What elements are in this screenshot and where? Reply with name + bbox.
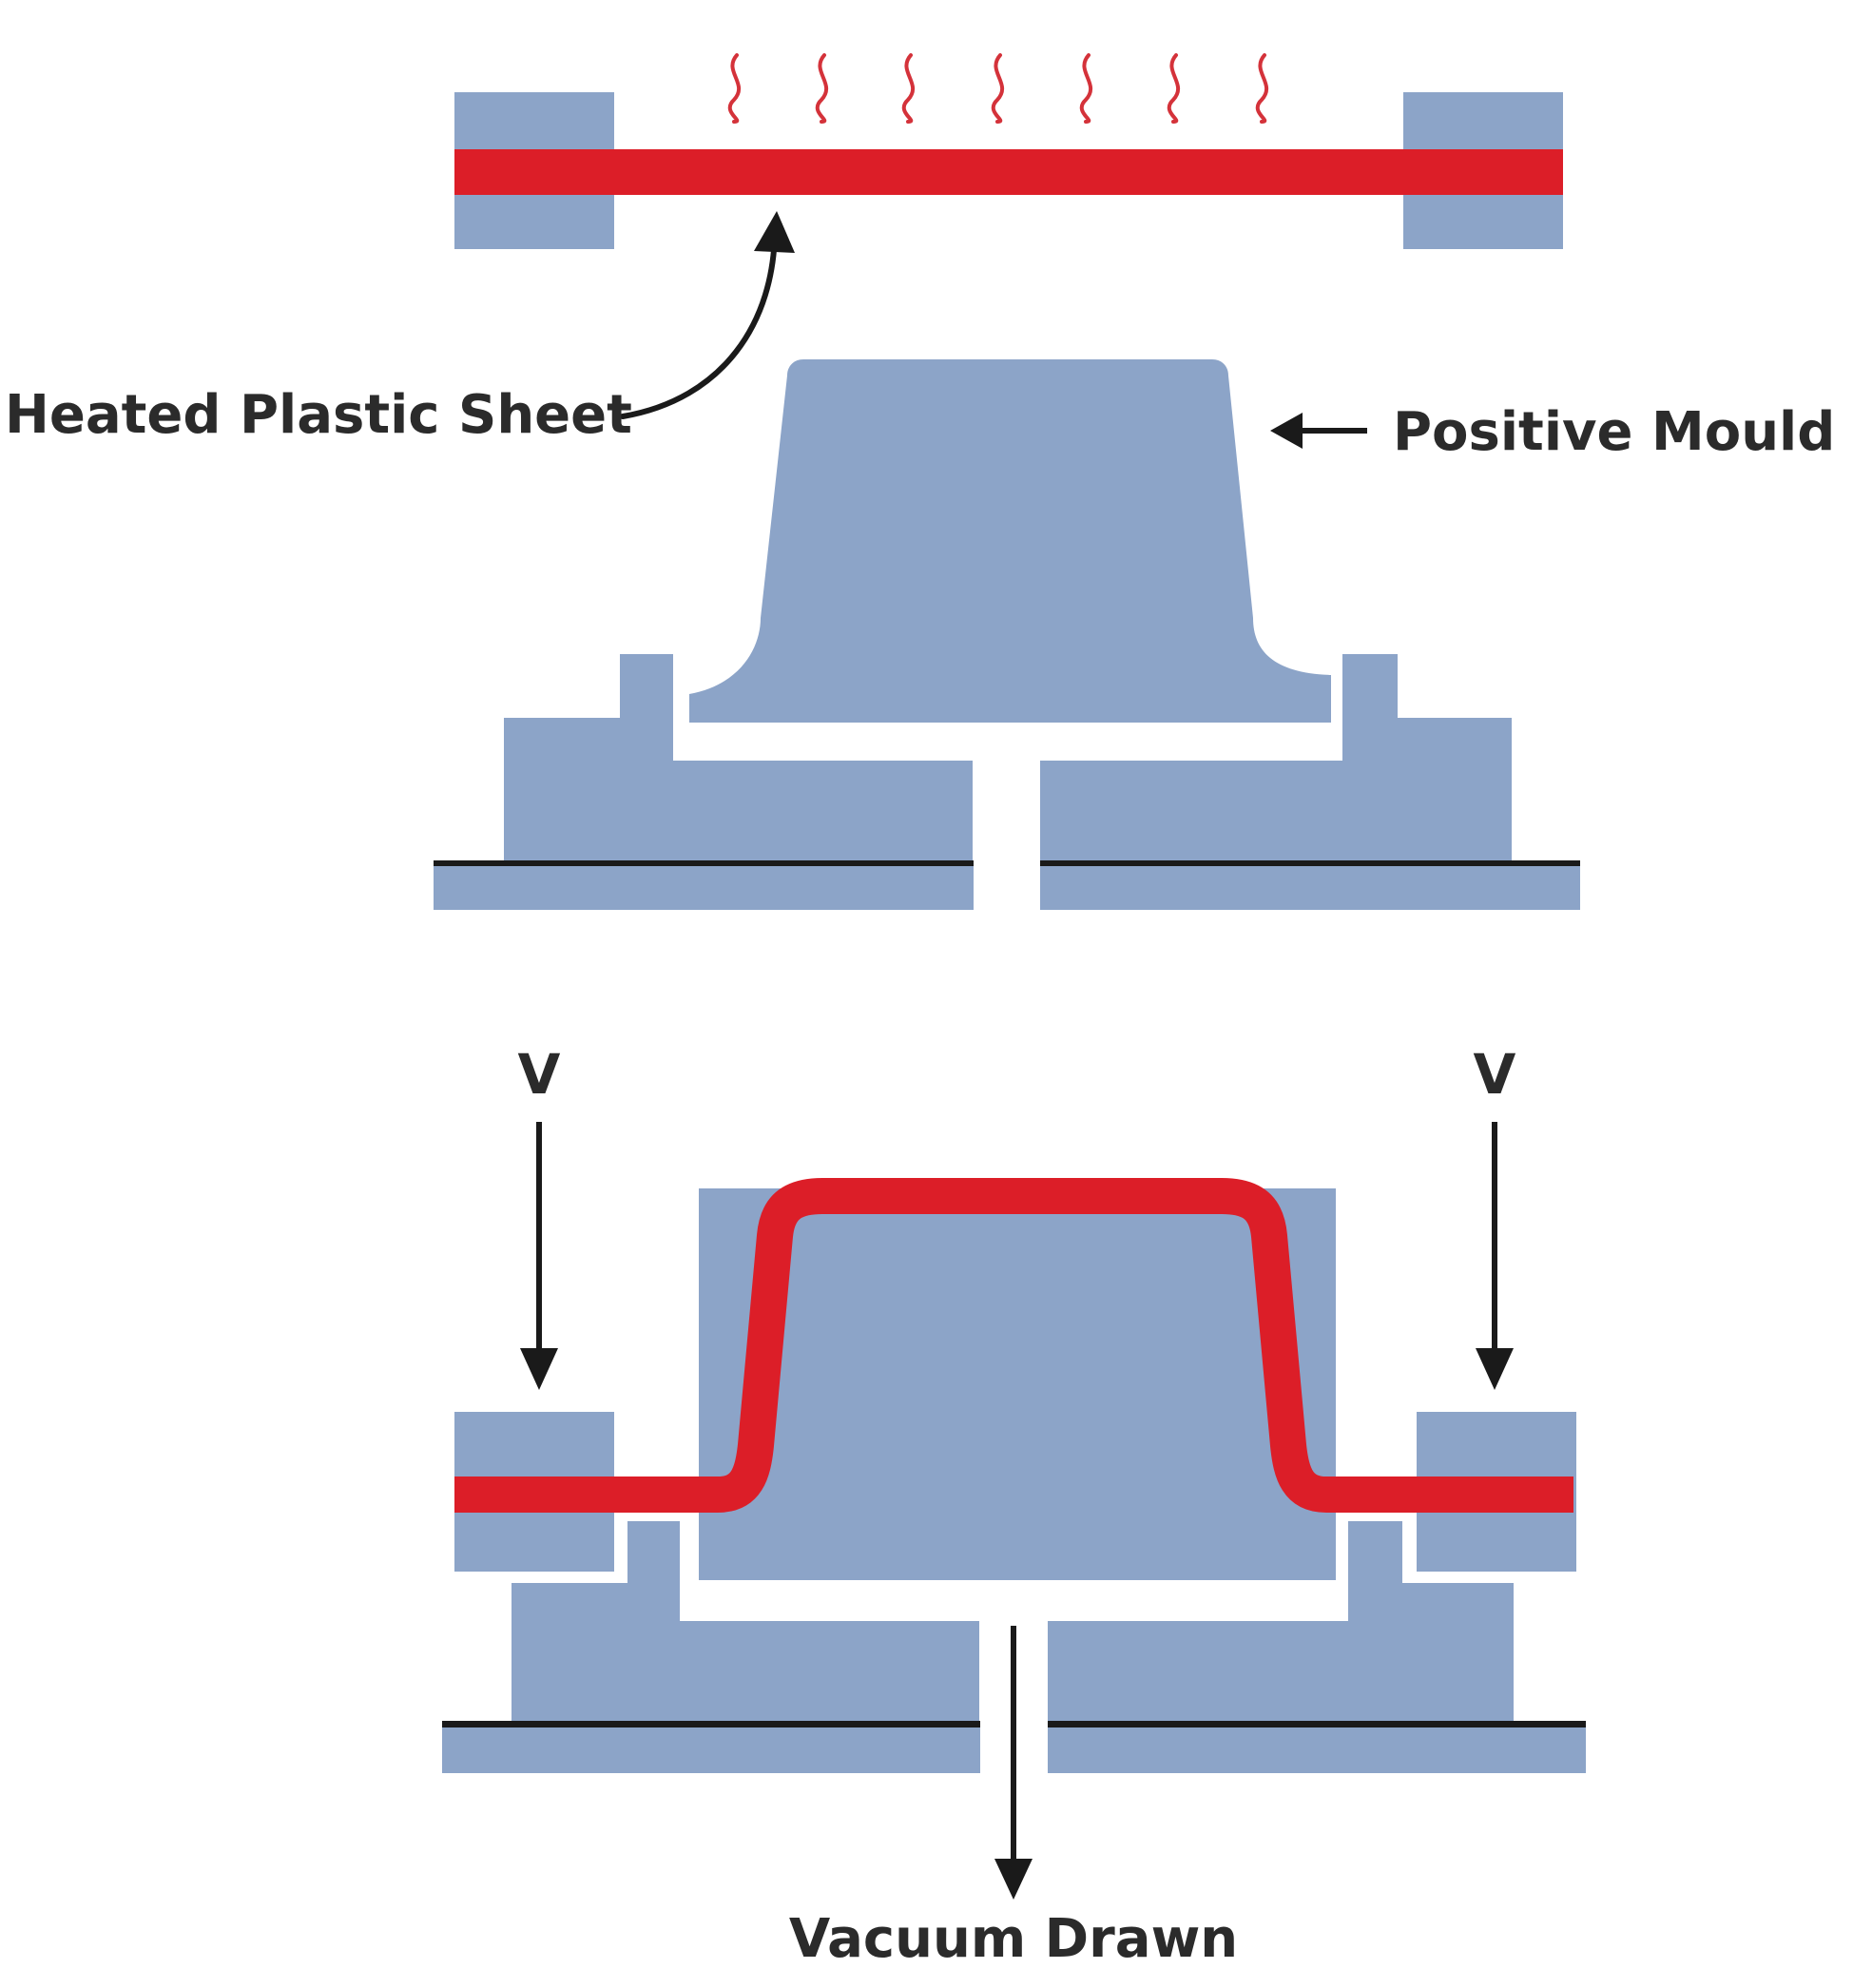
- formed-mould: [699, 1188, 1336, 1580]
- base-right: [1040, 654, 1512, 860]
- bed-line-right: [1040, 860, 1580, 866]
- v-label-right: V: [1474, 1042, 1516, 1107]
- bed-line-left: [434, 860, 974, 866]
- vacuum-drawn-callout: Vacuum Drawn: [789, 1626, 1238, 1970]
- positive-mould: [689, 359, 1331, 723]
- mould-stage: [434, 359, 1580, 910]
- base-left: [504, 654, 973, 860]
- positive-mould-label: Positive Mould: [1393, 401, 1835, 463]
- bed-left: [434, 862, 974, 910]
- bed-right: [1040, 862, 1580, 910]
- formed-plastic-sheet: [454, 1178, 1573, 1513]
- heated-plastic-sheet-label: Heated Plastic Sheet: [5, 384, 632, 446]
- down-arrowhead: [994, 1859, 1033, 1900]
- heated-plastic-sheet: [454, 149, 1563, 195]
- bed-line-right-bottom: [1048, 1721, 1586, 1727]
- heat-waves-icon: [727, 53, 1269, 124]
- bed-left-bottom: [442, 1726, 980, 1773]
- curved-arrow-icon: [620, 225, 778, 419]
- down-arrowhead: [520, 1348, 558, 1390]
- v-label-left: V: [518, 1042, 561, 1107]
- bed-line-left-bottom: [442, 1721, 980, 1727]
- heated-sheet-stage: [454, 53, 1563, 249]
- down-arrowhead: [1476, 1348, 1514, 1390]
- base-left-bottom: [512, 1521, 979, 1723]
- base-right-bottom: [1048, 1521, 1514, 1723]
- arrowhead: [1270, 413, 1303, 449]
- heated-sheet-callout: Heated Plastic Sheet: [5, 211, 795, 446]
- vacuum-arrow-right: V: [1474, 1042, 1516, 1390]
- arrowhead: [754, 211, 795, 253]
- vacuum-arrow-left: V: [518, 1042, 561, 1390]
- bed-right-bottom: [1048, 1726, 1586, 1773]
- positive-mould-callout: Positive Mould: [1270, 401, 1835, 463]
- vacuum-drawn-label: Vacuum Drawn: [789, 1908, 1238, 1970]
